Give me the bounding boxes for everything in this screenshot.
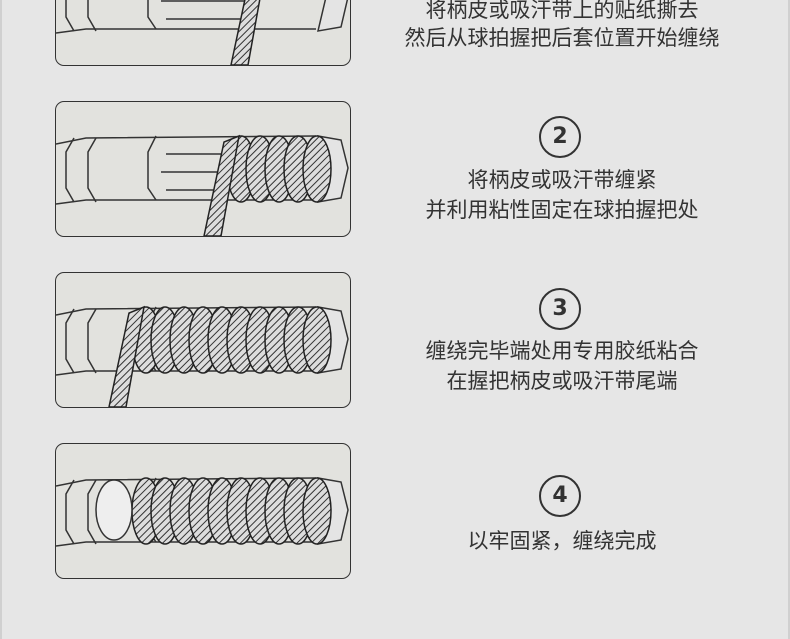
step-2-number-badge: 2 [539,116,581,158]
step-4-number-badge: 4 [539,475,581,517]
step-3-text-line-2: 在握把柄皮或吸汗带尾端 [446,369,678,393]
grip-tape-strip [230,0,261,65]
step-3-text-line-1: 缠绕完毕端处用专用胶纸粘合 [425,339,699,363]
step-2-illustration [55,101,351,237]
grip-tape-strip [108,305,145,407]
step-4-illustration [55,443,351,579]
step-1-text-line-1: 将柄皮或吸汗带上的贴纸撕去 [425,0,699,22]
wrap-coil [302,306,332,374]
finishing-tape [95,479,133,541]
step-3-number-badge: 3 [539,288,581,330]
step-2-text-line-1: 将柄皮或吸汗带缠紧 [467,168,657,192]
grip-tape-strip [203,134,240,236]
grip-diagram [56,305,349,407]
grip-diagram [56,477,349,547]
wrap-coil [302,135,332,203]
step-3-illustration [55,272,351,408]
step-1-text-line-2: 然后从球拍握把后套位置开始缠绕 [404,26,720,50]
wrap-coil [302,477,332,545]
step-1-illustration [55,0,351,66]
grip-diagram [56,134,349,236]
step-4-text-line-1: 以牢固紧，缠绕完成 [467,529,657,553]
grip-diagram [56,0,349,65]
step-2-text-line-2: 并利用粘性固定在球拍握把处 [425,198,699,222]
